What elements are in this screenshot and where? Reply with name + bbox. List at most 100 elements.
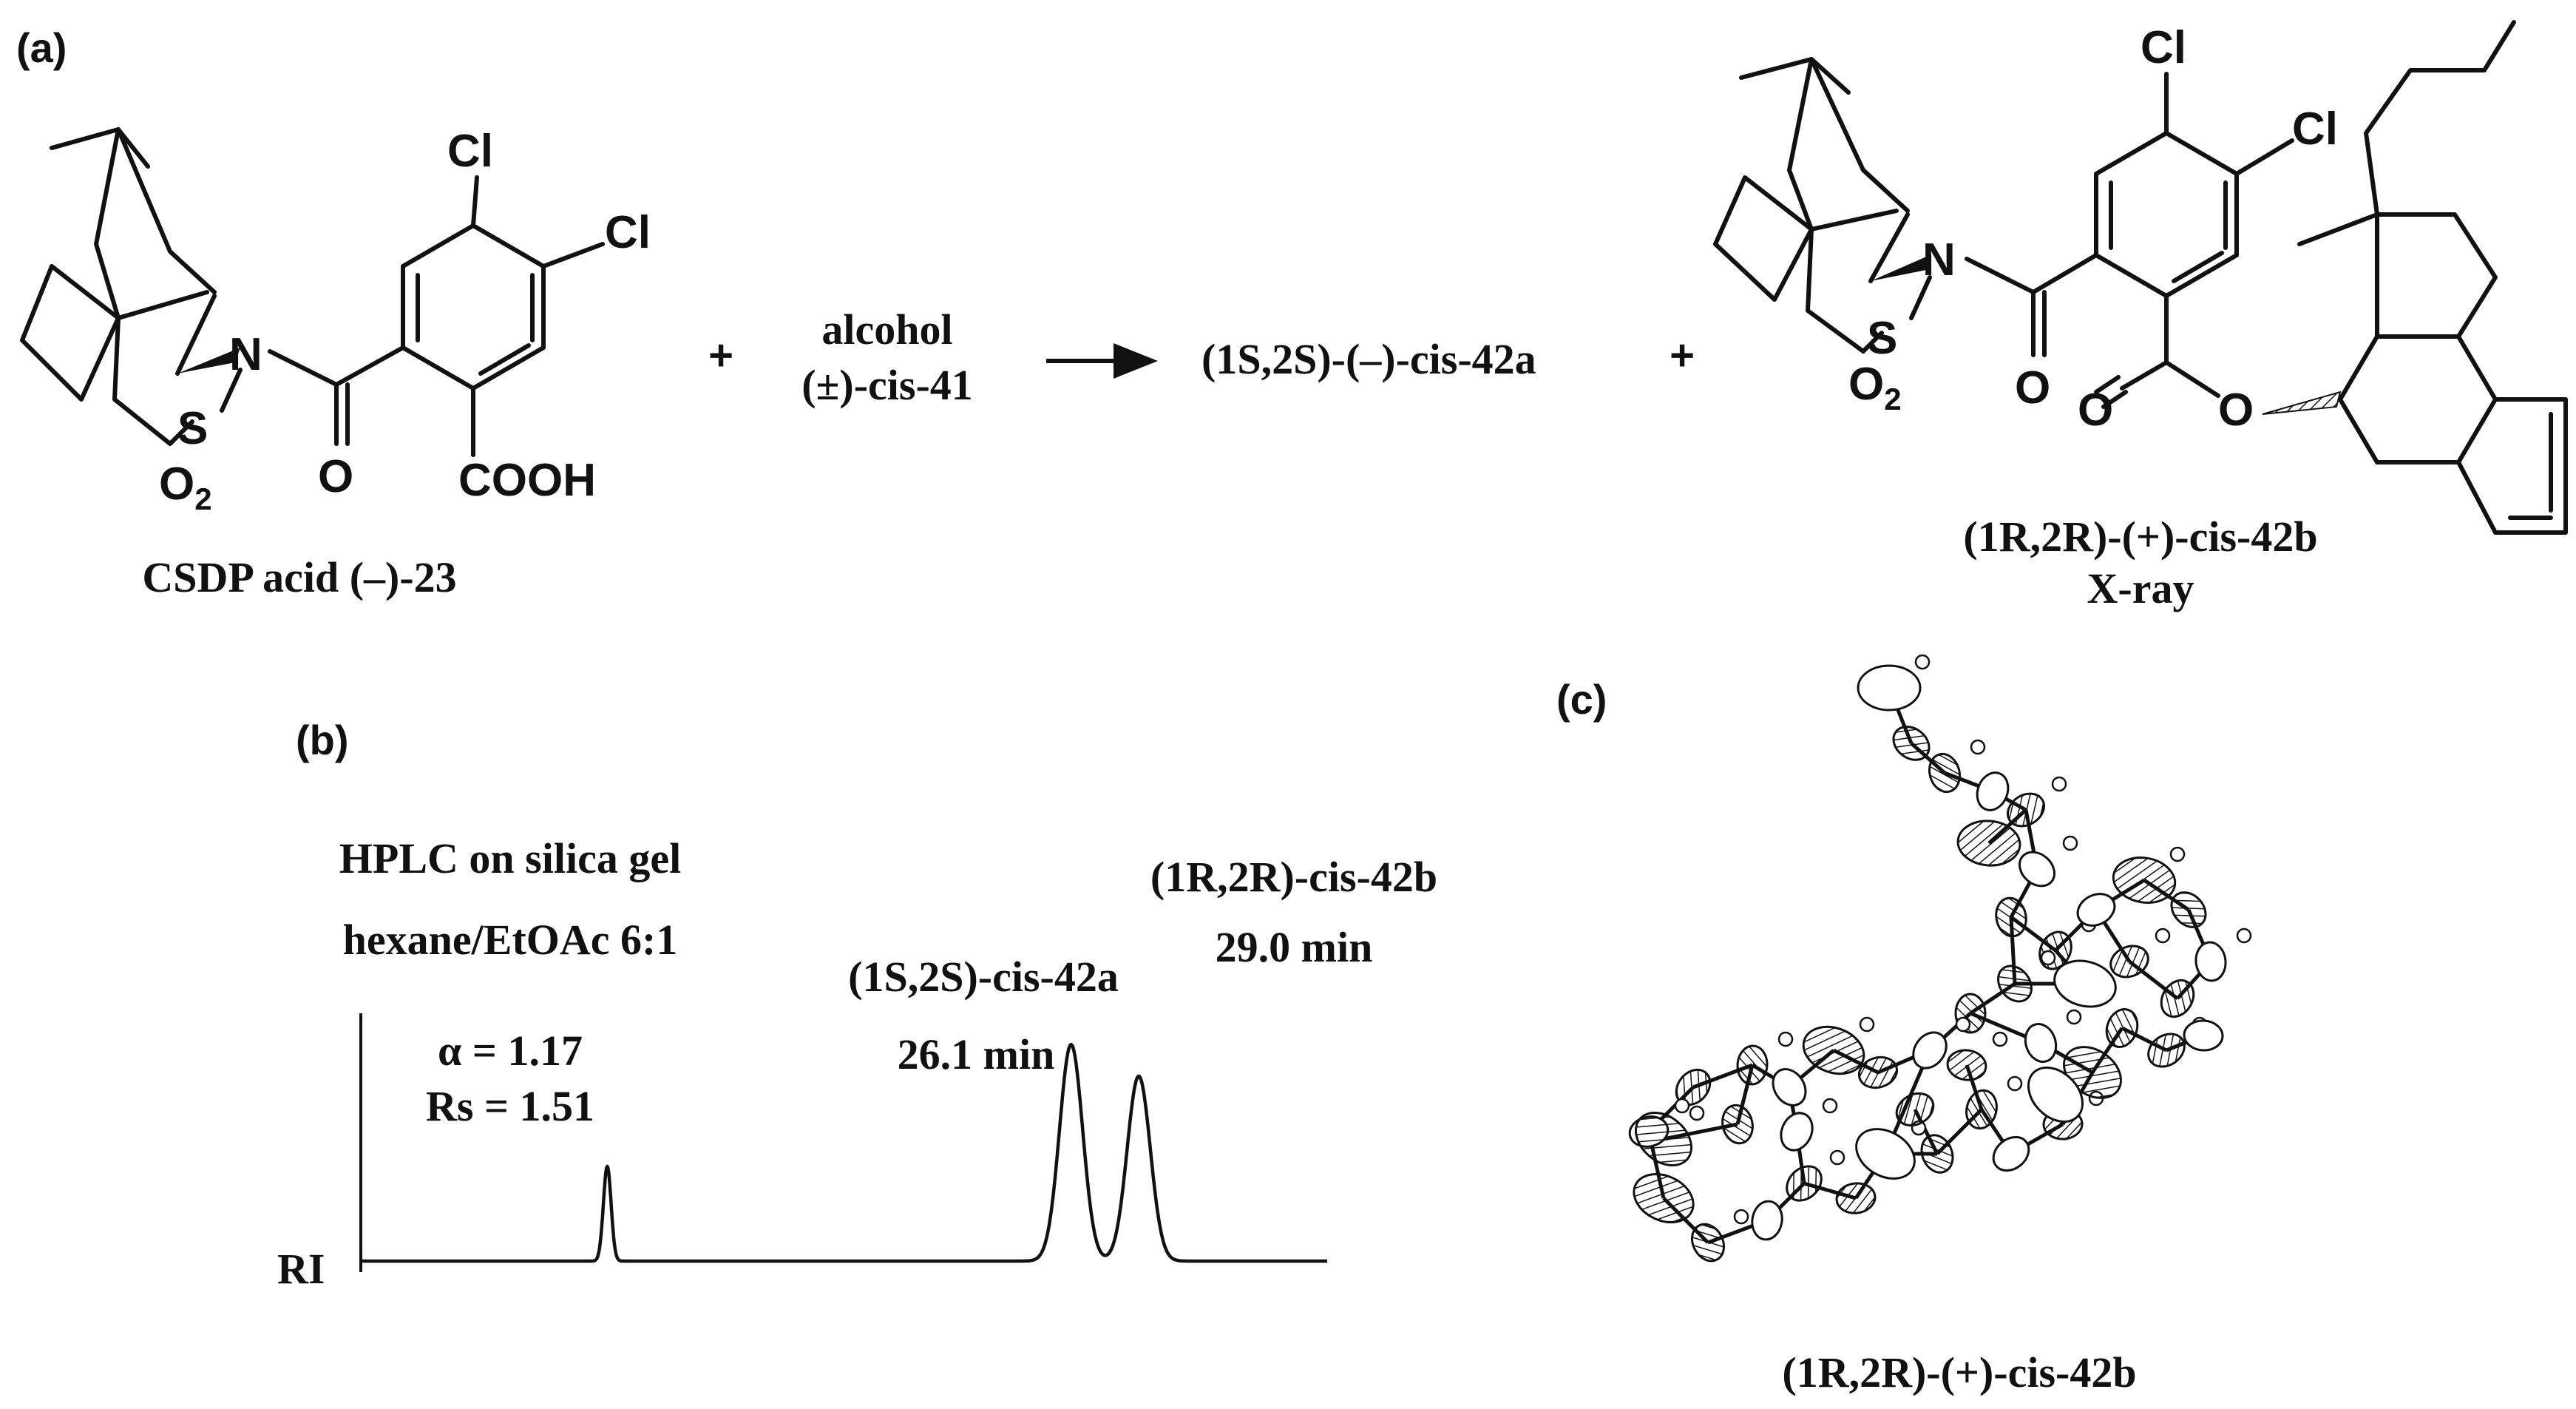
atom-cooh: COOH <box>458 455 596 506</box>
ortep-atom <box>2076 893 2116 927</box>
reagent-line-1: alcohol <box>821 305 952 354</box>
ortep-atom <box>1995 896 2027 938</box>
ortep-atom <box>1835 1182 1877 1214</box>
atom-s: S <box>177 403 208 454</box>
ortep-atom <box>1976 771 2010 811</box>
ortep-hydrogen <box>2051 776 2067 792</box>
atom-o-carbonyl-3: O <box>2078 385 2113 436</box>
ortep-atom <box>1780 1112 1814 1152</box>
ortep-hydrogen <box>1733 1209 1749 1225</box>
ortep-atom <box>2183 1019 2224 1052</box>
ortep-hydrogen <box>2040 950 2056 966</box>
ortep-atom <box>1928 752 1962 794</box>
ortep-atom <box>2109 945 2149 979</box>
ortep-atom <box>1772 1068 1807 1106</box>
ortep-hydrogen <box>1689 1105 1705 1121</box>
ortep-atom <box>1920 1134 1954 1174</box>
atom-o-carbonyl-2: O <box>2015 362 2050 413</box>
ortep-atom <box>2053 959 2117 1008</box>
ortep-hydrogen <box>1970 739 1986 755</box>
atom-o-ester: O <box>2218 385 2254 436</box>
atom-cl-4: Cl <box>2292 104 2338 155</box>
ortep-atom <box>2170 891 2207 928</box>
ortep-hydrogen <box>1992 1031 2008 1047</box>
ortep-atom <box>1736 1044 1769 1086</box>
aromatic-ring-2 <box>2094 131 2239 298</box>
panel-label-c: (c) <box>1556 676 1607 723</box>
product-2-caption-2: X-ray <box>2087 564 2194 612</box>
ortep-atom <box>2007 792 2045 828</box>
atom-o2-2: O2 <box>1848 359 1902 416</box>
ortep-atom <box>2112 856 2177 904</box>
hash-bond <box>2262 391 2342 415</box>
ortep-atom <box>1802 1025 1865 1075</box>
ortep-atom <box>1892 726 1931 761</box>
ortep-atom <box>2027 1067 2084 1123</box>
hplc-title-2: hexane/EtOAc 6:1 <box>343 916 678 964</box>
ortep-atom <box>2018 851 2056 888</box>
hplc-y-label: RI <box>277 1245 325 1293</box>
hplc-trace <box>359 1042 1329 1263</box>
ortep-hydrogen <box>1955 1016 1971 1033</box>
ortep-hydrogen <box>2007 1075 2023 1092</box>
ortep-hydrogen <box>2062 835 2078 851</box>
ortep-hydrogen <box>1822 1098 1838 1114</box>
plus-sign-1: + <box>708 331 733 379</box>
ortep-hydrogen <box>1674 1098 1690 1114</box>
ortep-atom <box>1634 1112 1693 1166</box>
hplc-rs: Rs = 1.51 <box>426 1082 594 1130</box>
xray-ortep-structure <box>1628 654 2252 1263</box>
aromatic-ring-1 <box>401 223 546 391</box>
ortep-atom <box>1956 820 2021 867</box>
peak-a-label: (1S,2S)-cis-42a <box>848 953 1119 1001</box>
ortep-atom <box>1965 1089 1998 1130</box>
ortep-hydrogen <box>2236 927 2252 944</box>
ortep-atom <box>2147 1033 2186 1068</box>
ortep-atom <box>1855 1128 1916 1180</box>
atom-cl-2: Cl <box>605 207 651 258</box>
ortep-hydrogen <box>2066 1009 2082 1025</box>
panel-label-b: (b) <box>296 717 349 763</box>
atom-cl-1: Cl <box>447 126 493 177</box>
hplc-title-1: HPLC on silica gel <box>339 834 681 882</box>
peak-b-time: 29.0 min <box>1216 923 1373 971</box>
panel-label-a: (a) <box>16 24 67 71</box>
ortep-atom <box>2105 1008 2139 1048</box>
hplc-alpha: α = 1.17 <box>438 1027 583 1075</box>
ortep-atom <box>1691 1223 1725 1263</box>
atom-cl-3: Cl <box>2141 22 2186 73</box>
atom-s-2: S <box>1867 313 1897 364</box>
xray-caption: (1R,2R)-(+)-cis-42b <box>1782 1348 2136 1396</box>
reagent-line-2: (±)-cis-41 <box>801 361 973 409</box>
peak-b-label: (1R,2R)-cis-42b <box>1150 853 1437 901</box>
ortep-atom <box>1857 664 1922 712</box>
ortep-atom <box>1786 1165 1823 1202</box>
ortep-hydrogen <box>1914 654 1931 670</box>
plus-sign-2: + <box>1670 331 1695 379</box>
ortep-atom <box>2024 1023 2058 1063</box>
ortep-atom <box>1946 1049 1987 1081</box>
ortep-atom <box>1997 964 2033 1003</box>
ortep-hydrogen <box>2155 927 2171 944</box>
peak-a-time: 26.1 min <box>898 1030 1055 1078</box>
product-1-label: (1S,2S)-(–)-cis-42a <box>1201 335 1536 383</box>
ortep-atom <box>2160 979 2195 1018</box>
ortep-hydrogen <box>1829 1149 1845 1166</box>
ortep-atom <box>1721 1104 1754 1145</box>
product-2-caption-1: (1R,2R)-(+)-cis-42b <box>1963 513 2317 561</box>
ortep-atom <box>1633 1173 1695 1223</box>
ortep-atom <box>2194 941 2227 982</box>
atom-o2: O2 <box>159 459 212 516</box>
ortep-atom <box>1895 1092 1935 1127</box>
csdp-acid-structure: Cl Cl N S O2 O COOH <box>20 126 651 516</box>
ortep-hydrogen <box>1777 1031 1794 1047</box>
ortep-atom <box>1857 1055 1899 1089</box>
ortep-hydrogen <box>1859 1016 1875 1033</box>
hplc-chromatogram <box>359 1013 1329 1272</box>
csdp-acid-caption: CSDP acid (–)-23 <box>142 553 456 601</box>
ortep-hydrogen <box>2169 846 2186 862</box>
ortep-atom <box>1912 1031 1948 1070</box>
ortep-atom <box>1992 1135 2030 1172</box>
product-42b-structure <box>1713 20 2568 535</box>
